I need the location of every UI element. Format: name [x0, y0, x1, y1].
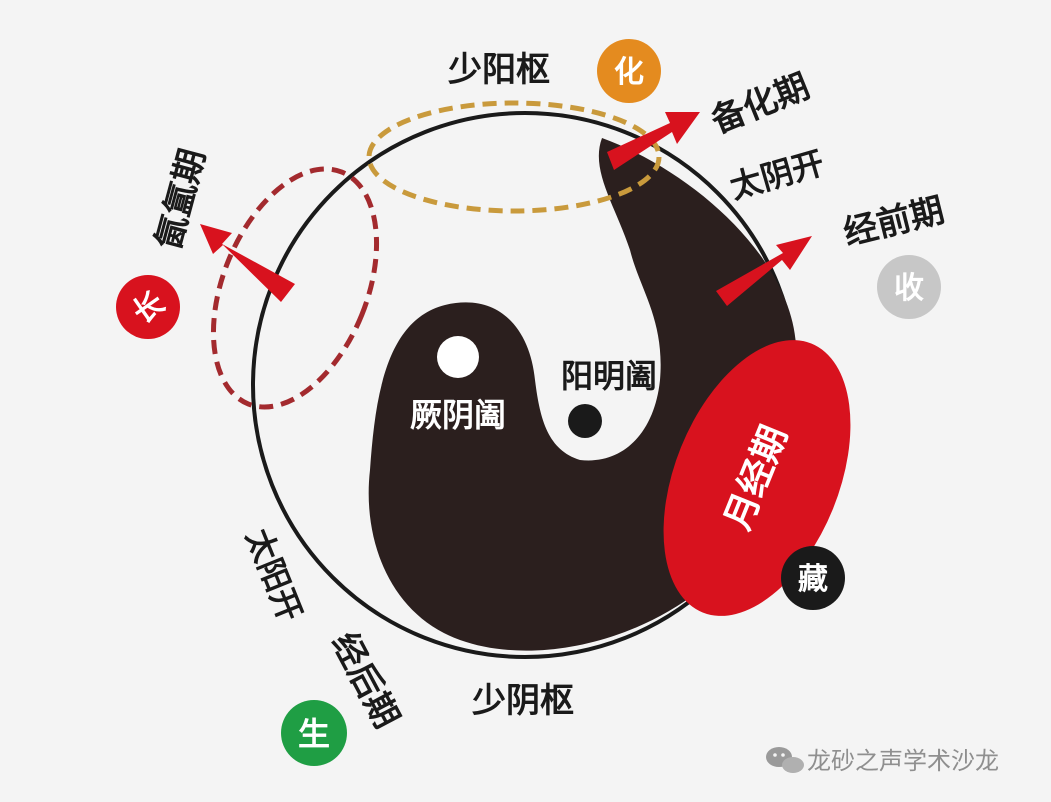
white-eye-dot [437, 336, 479, 378]
taiyin-kai-label: 太阴开 [726, 144, 829, 207]
cang-badge [781, 546, 845, 610]
cang-label: 藏 [798, 562, 828, 597]
wechat-icon [766, 747, 804, 773]
red-dashed-ellipse [210, 166, 380, 410]
arrow-beihua [607, 112, 700, 170]
jueyin-he-label: 厥阴阖 [410, 396, 506, 434]
black-eye-dot [568, 404, 602, 438]
zhang-badge [116, 275, 180, 339]
sheng-badge [281, 700, 347, 766]
yuejing-ellipse [663, 340, 851, 616]
arrow-yinyun [200, 224, 295, 302]
shaoyang-shu-label: 少阳枢 [448, 50, 550, 90]
jingqian-qi-label: 经前期 [840, 190, 949, 253]
watermark: 龙砂之声学术沙龙 [766, 747, 999, 775]
yinyun-qi-label: 氤氲期 [148, 145, 213, 254]
shaoyin-shu-label: 少阴枢 [472, 681, 574, 721]
shou-badge [877, 255, 941, 319]
hua-label: 化 [614, 55, 644, 90]
shou-label: 收 [894, 271, 924, 306]
arrow-jingqian [716, 236, 812, 306]
yangming-he-label: 阳明阖 [561, 357, 657, 395]
sheng-label: 生 [298, 715, 330, 753]
beihua-qi-label: 备化期 [706, 66, 816, 141]
watermark-text: 龙砂之声学术沙龙 [807, 747, 999, 775]
hua-badge [597, 39, 661, 103]
gold-dashed-ellipse [366, 100, 662, 214]
